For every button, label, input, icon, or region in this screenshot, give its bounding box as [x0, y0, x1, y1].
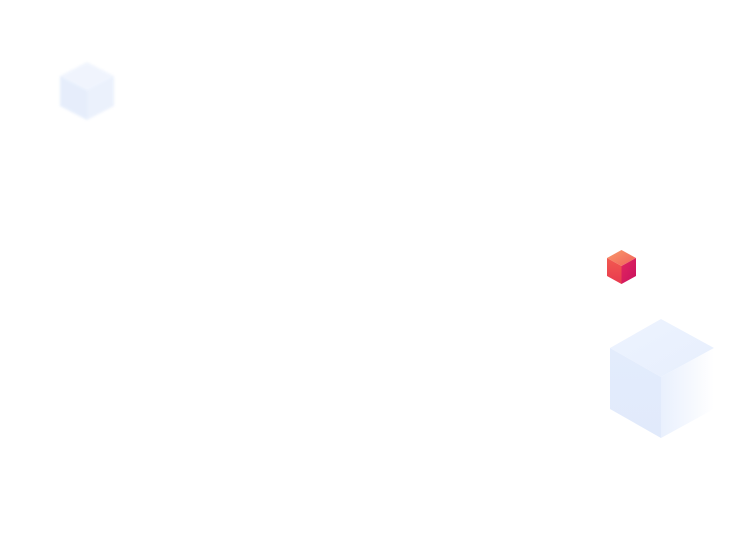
large-blue-cube-icon — [610, 319, 714, 438]
small-blue-cube-icon — [60, 62, 114, 120]
red-cube-icon — [607, 250, 636, 284]
